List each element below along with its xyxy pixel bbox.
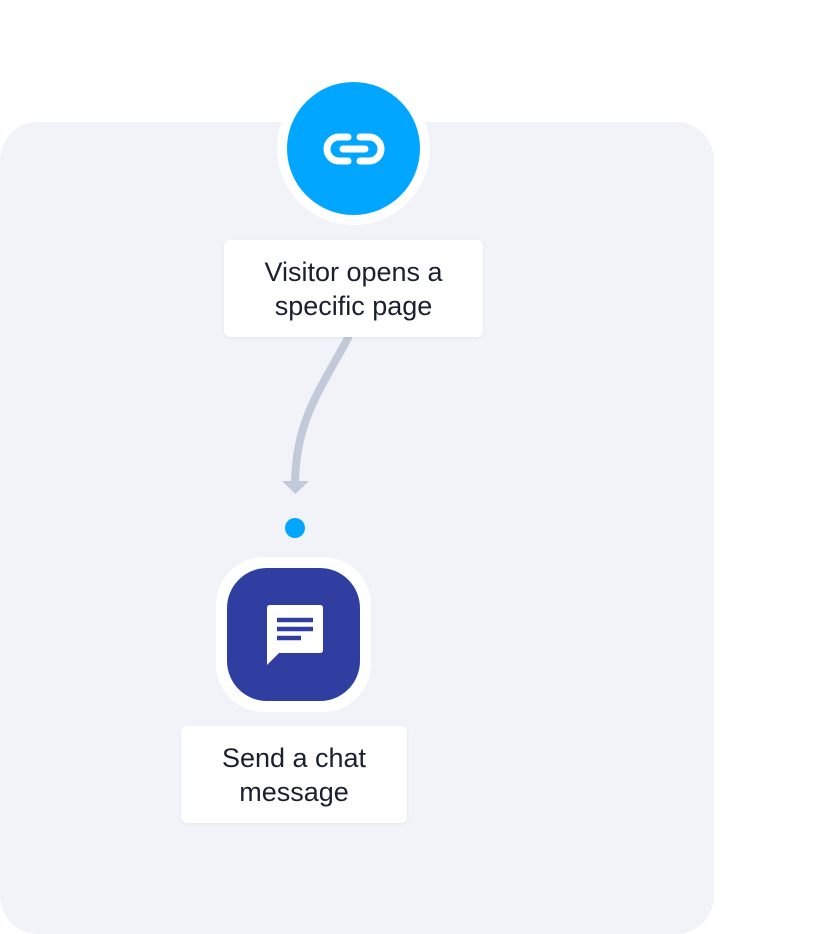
trigger-label-line-1: Visitor opens a bbox=[264, 256, 443, 287]
action-label-line-1: Send a chat bbox=[221, 742, 367, 773]
connection-dot[interactable] bbox=[285, 518, 305, 538]
trigger-node[interactable] bbox=[277, 72, 430, 225]
action-node[interactable] bbox=[216, 557, 371, 712]
action-label-card[interactable]: Send a chat message bbox=[181, 726, 407, 823]
chat-message-icon bbox=[266, 604, 323, 665]
action-label-line-2: message bbox=[239, 776, 349, 807]
link-icon bbox=[323, 133, 384, 164]
trigger-label-line-2: specific page bbox=[274, 290, 433, 321]
trigger-node-circle bbox=[287, 82, 420, 215]
action-node-square bbox=[227, 568, 360, 701]
trigger-label-card[interactable]: Visitor opens a specific page bbox=[224, 240, 483, 337]
